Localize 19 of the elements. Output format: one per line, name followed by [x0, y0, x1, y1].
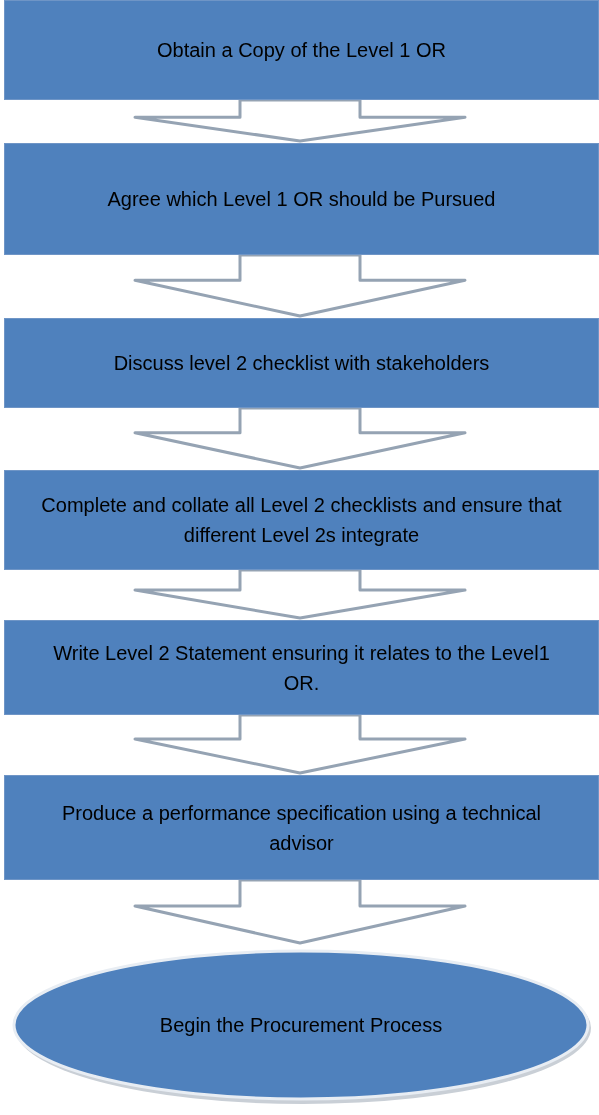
step-text: Discuss level 2 checklist with stakeholders	[112, 351, 491, 376]
step-text: Produce a performance specification using a technical advisor	[60, 800, 543, 856]
step-text: Complete and collate all Level 2 checklists and ensure that different Level 2s integrate	[40, 493, 563, 548]
block-arrow	[133, 253, 467, 318]
step-text: Obtain a Copy of the Level 1 OR	[155, 38, 448, 63]
block-arrow	[133, 406, 467, 470]
process-box	[4, 775, 599, 880]
block-arrow	[133, 98, 467, 143]
block-arrow	[133, 568, 467, 620]
step-text: Begin the Procurement Process	[158, 1013, 444, 1038]
process-box	[4, 620, 599, 715]
step-text: Write Level 2 Statement ensuring it relates to the Level1 OR.	[52, 640, 551, 696]
process-box	[4, 318, 599, 408]
process-box	[4, 0, 599, 100]
block-arrow	[133, 878, 467, 945]
block-arrow	[133, 713, 467, 775]
process-box	[4, 143, 599, 255]
process-box	[4, 470, 599, 570]
step-text: Agree which Level 1 OR should be Pursued	[106, 187, 497, 212]
